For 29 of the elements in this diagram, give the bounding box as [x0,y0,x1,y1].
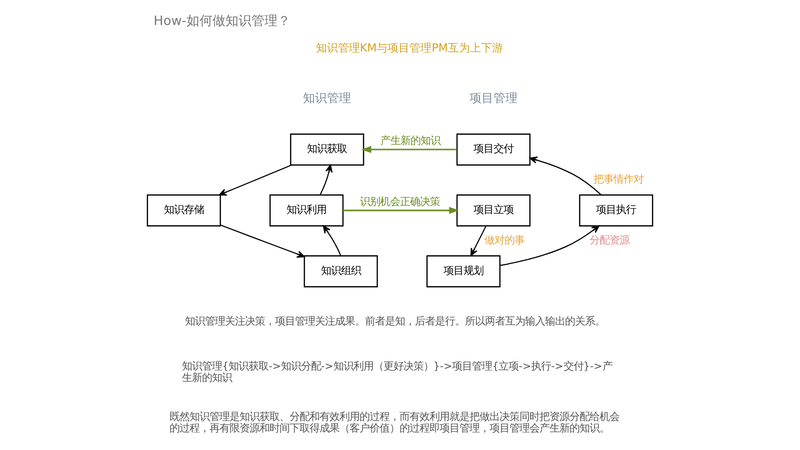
arrow [529,156,602,196]
label: 知识管理{知识获取->知识分配->知识利用（更好决策）}->项目管理{立项->执行->交付}->产生新的知识 [182,360,612,384]
edge-label: 分配资源 [589,234,630,247]
node-box: 知识存储 [146,194,221,226]
node-box: 项目规划 [426,255,501,288]
node-box: 知识利用 [269,194,344,226]
label: 知识管理KM与项目管理PM互为上下游 [316,41,504,54]
node-box: 项目执行 [579,194,654,226]
label: 项目管理 [469,91,518,106]
arrow [343,206,460,214]
edge-label: 识别机会正确决策 [360,196,440,208]
node-box: 知识获取 [290,134,364,166]
arrow [322,225,342,256]
edge-label: 产生新的知识 [380,135,440,148]
label: 既然知识管理是知识获取、分配和有效利用的过程，而有效利用就是把做出决策同时把资源分配给机会的过程，再有限资源和时间下取得成果（客户价值）的过程即项目管理，项目管理会产生新的知识。 [170,411,620,434]
node-box: 项目交付 [456,134,531,166]
arrow [220,224,305,258]
arrow [320,164,333,195]
label: 知识管理关注决策，项目管理关注成果。前者是知，后者是行。所以两者互为输入输出的关系。 [185,316,606,328]
arrow [218,164,292,196]
diagram-title: How-如何做知识管理？ [154,14,290,30]
arrow [361,146,457,154]
node-box: 项目立项 [456,194,531,226]
edge-label: 把事情作对 [594,174,644,186]
arrow [500,225,600,266]
label: 知识管理 [303,91,352,106]
node-box: 知识组织 [304,255,378,288]
arrow [470,226,487,256]
edge-label: 做对的事 [484,234,525,247]
